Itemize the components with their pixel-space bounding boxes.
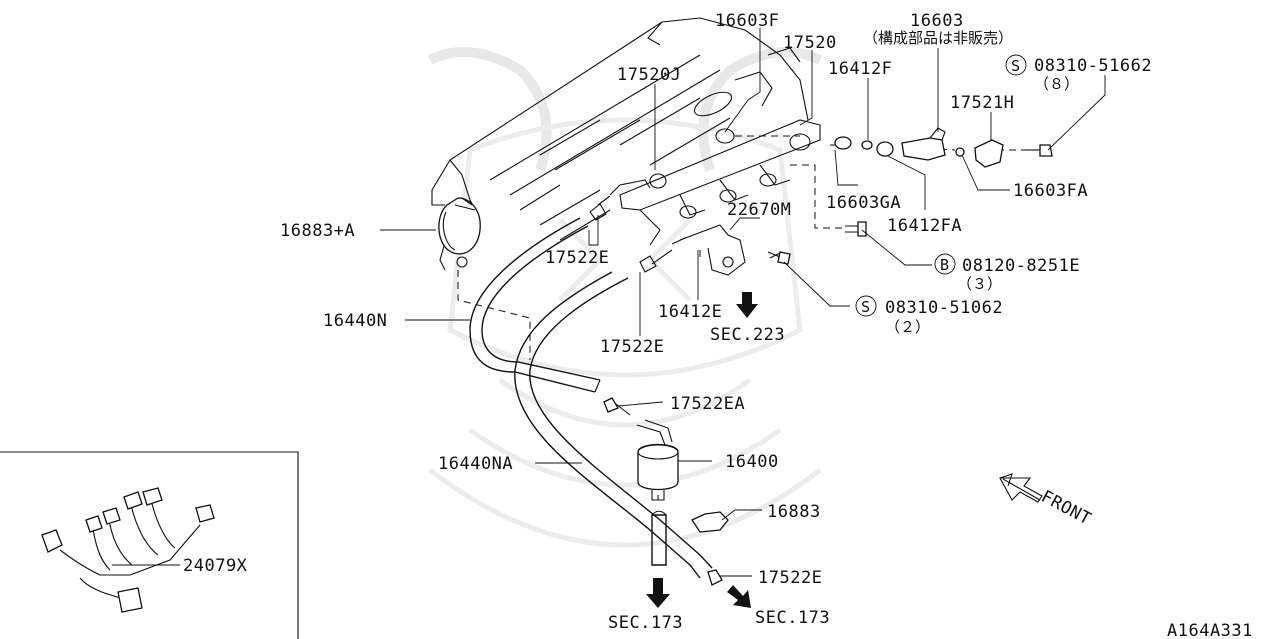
insulator-16603GA [834,136,852,150]
figure-id: A164A331 [1167,621,1253,639]
clamp-16883A [438,197,481,255]
label-16883: 16883 [767,502,821,522]
label-08310-51662-qty: （８） [1034,75,1079,93]
seal-16603FA [955,147,965,157]
label-17522EA: 17522EA [670,394,745,414]
s-symbol-2: S [861,298,870,316]
fuel-hoses [438,197,713,579]
label-16412E: 16412E [658,302,722,322]
leader-lines [112,28,1106,577]
label-16412F: 16412F [828,59,892,79]
label-22670M: 22670M [727,200,791,220]
o-ring-16412F [861,140,873,150]
fuel-rail-assembly [589,119,821,276]
lower-hose-parts [651,510,729,586]
b-symbol: B [940,256,949,274]
label-17522E-lower: 17522E [758,568,822,588]
label-08310-51662: 08310-51662 [1034,56,1152,76]
label-front: FRONT [1038,487,1095,530]
label-08310-51062-qty: （２） [885,318,930,336]
bolt-08120-8251E [857,221,867,237]
label-16603F: 16603F [715,11,779,31]
label-17522E-upper: 17522E [545,248,609,268]
injector-parts-right [767,127,1053,265]
symbol-markers: S B S [855,54,1027,317]
clamp-17522E-lower [707,569,723,586]
label-17520: 17520 [783,33,837,53]
label-sec-173-right: SEC.173 [755,608,830,628]
label-16603FA: 16603FA [1013,181,1088,201]
label-16883A: 16883+A [280,221,355,241]
label-08310-51062: 08310-51062 [885,298,1003,318]
label-16603-note: （構成部品は非販売） [863,29,1013,47]
label-16400: 16400 [725,452,779,472]
label-16412FA: 16412FA [887,216,962,236]
clamp-16883 [691,511,729,533]
label-16603: 16603 [910,11,964,31]
label-sec-223: SEC.223 [710,325,785,345]
label-16440NA: 16440NA [438,454,513,474]
label-17520J: 17520J [617,65,681,85]
fuel-filter-16400 [603,397,679,501]
injector-16603 [901,137,946,161]
label-16440N: 16440N [323,311,387,331]
label-08120-8251E-qty: （３） [957,275,1002,293]
label-17521H: 17521H [950,93,1014,113]
label-16603GA: 16603GA [826,193,901,213]
s-symbol-1: S [1011,57,1020,75]
callout-labels: 16603F 17520 16603 （構成部品は非販売） 17520J 164… [183,11,1253,639]
holder-17521H [974,139,1004,168]
bolt-08310-51662 [1039,144,1053,157]
bolt-08310-51062 [777,251,791,265]
inset-wire-harness [0,451,299,639]
o-ring-16412FA [876,141,894,157]
label-17522E-middle: 17522E [600,337,664,357]
label-24079X: 24079X [183,556,248,576]
label-08120-8251E: 08120-8251E [962,256,1080,276]
label-sec-173-left: SEC.173 [608,613,683,633]
section-arrows [646,292,1043,608]
